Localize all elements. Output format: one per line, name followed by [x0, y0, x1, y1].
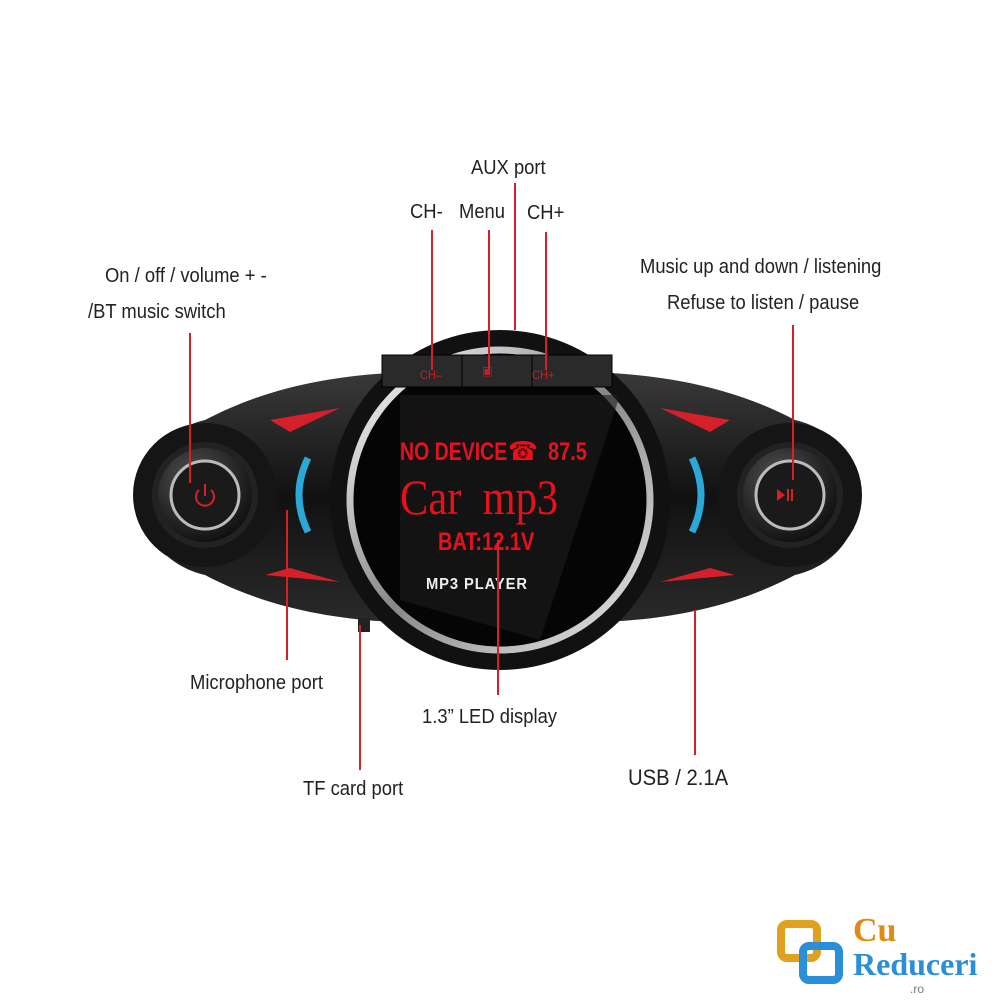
music-knob [718, 423, 862, 567]
callout-line-usb [694, 610, 696, 755]
callout-line-mic [286, 510, 288, 660]
play-pause-icon [777, 489, 785, 501]
menu-button-icon: ▣ [482, 364, 493, 378]
callout-line-ch-plus [545, 232, 547, 370]
label-ch-plus: CH+ [527, 202, 565, 224]
ch-minus-button: CH– [420, 368, 443, 382]
label-ch-minus: CH- [410, 201, 443, 223]
label-tf-card-port: TF card port [303, 778, 404, 800]
power-knob [133, 423, 277, 567]
label-led-display: 1.3” LED display [422, 706, 558, 728]
callout-line-tf [359, 625, 361, 770]
logo-tld: .ro [910, 982, 925, 996]
callout-line-aux [514, 183, 516, 330]
label-microphone-port: Microphone port [190, 672, 323, 694]
logo-cu: Cu [853, 912, 897, 949]
callout-line-power [189, 333, 191, 483]
center-display [330, 330, 670, 670]
screen-title: Car mp3 [400, 469, 559, 525]
label-power-line2: /BT music switch [88, 301, 226, 323]
callout-line-ch-minus [431, 230, 433, 370]
ch-plus-button: CH+ [532, 368, 555, 382]
screen-frequency: 87.5 [548, 438, 587, 466]
brand-label: MP3 PLAYER [426, 576, 528, 593]
signal-icon: ☎ [508, 436, 538, 466]
power-icon [195, 489, 215, 507]
label-music-line1: Music up and down / listening [640, 256, 882, 278]
label-power-line1: On / off / volume + - [105, 265, 267, 287]
screen-status: NO DEVICE [400, 438, 508, 466]
label-usb: USB / 2.1A [628, 765, 729, 790]
screen-battery: BAT:12.1V [438, 528, 535, 556]
callout-line-display [497, 540, 499, 695]
logo-icon [777, 920, 843, 984]
cureduceri-logo: Cu Reduceri .ro [775, 912, 1000, 1000]
label-music-line2: Refuse to listen / pause [667, 292, 860, 314]
callout-line-menu [488, 230, 490, 370]
logo-reduceri: Reduceri [853, 946, 978, 982]
callout-line-music [792, 325, 794, 480]
label-menu: Menu [459, 201, 506, 223]
label-aux-port: AUX port [471, 157, 546, 179]
